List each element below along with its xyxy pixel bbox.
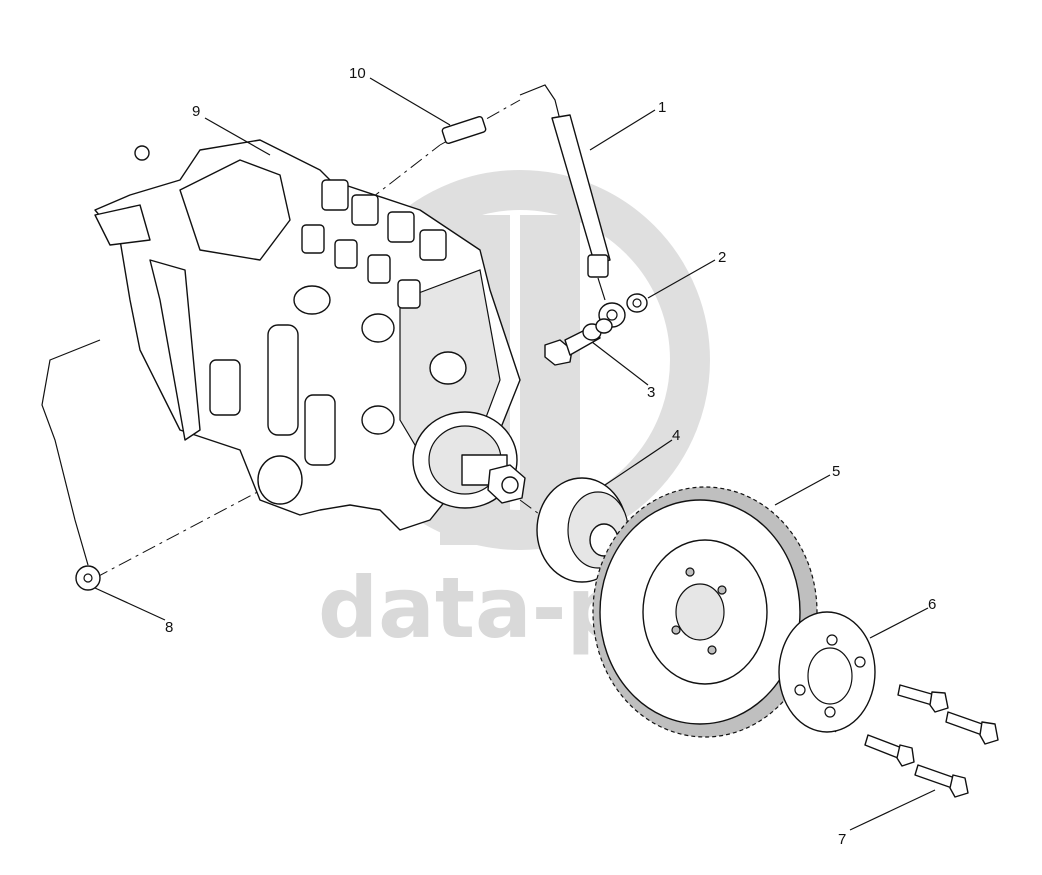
callout-8: 8 — [165, 619, 173, 636]
callout-2: 2 — [718, 249, 726, 266]
part-3-banjo-bolt — [544, 318, 613, 366]
part-1-delivery-pipe — [519, 84, 626, 328]
callout-9: 9 — [192, 103, 200, 120]
callout-1: 1 — [658, 99, 666, 116]
part-7-bolts — [864, 684, 999, 798]
callout-5: 5 — [832, 463, 840, 480]
callout-4: 4 — [672, 427, 680, 444]
part-5-gear — [592, 486, 818, 738]
callout-6: 6 — [928, 596, 936, 613]
injection-pump — [94, 139, 526, 531]
leader-lines — [94, 77, 936, 831]
part-2-washer — [626, 293, 648, 313]
callout-7: 7 — [838, 831, 846, 848]
part-8-return-pipe — [41, 339, 101, 591]
callout-10: 10 — [349, 65, 366, 82]
part-6-plate — [778, 611, 876, 733]
part-10-connector — [441, 115, 487, 145]
callout-3: 3 — [647, 384, 655, 401]
